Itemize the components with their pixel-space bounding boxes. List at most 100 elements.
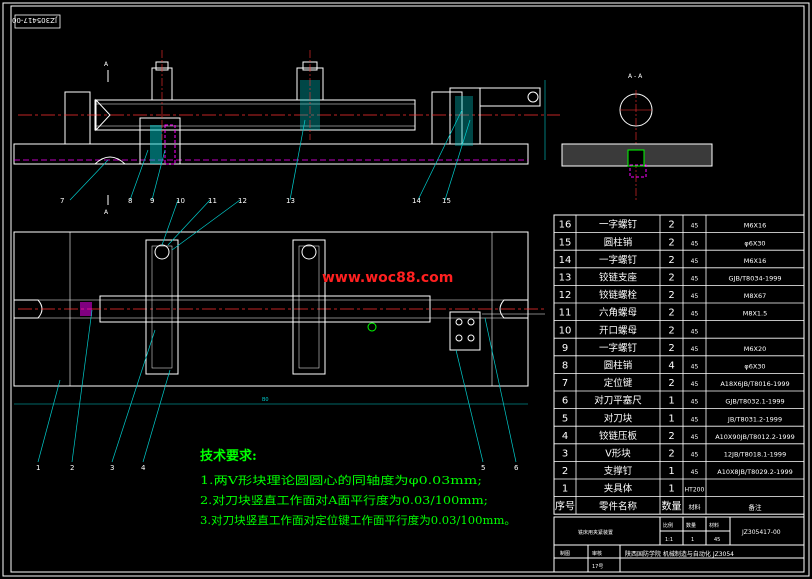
bom-cell-no: 15: [559, 237, 572, 248]
bom-cell-no: 5: [562, 413, 568, 424]
bom-cell-qty: 1: [668, 396, 674, 407]
balloon-label: 6: [514, 464, 519, 472]
bom-cell-qty: 1: [668, 413, 674, 424]
bom-cell-qty: 2: [668, 290, 674, 301]
balloon-label: 15: [442, 197, 451, 205]
bom-cell-note: M6X16: [744, 257, 766, 265]
bom-cell-note: JB/T8031.2-1999: [727, 415, 782, 423]
balloon-label: 13: [286, 197, 295, 205]
bom-cell-qty: 2: [668, 378, 674, 389]
balloon-label: 14: [412, 197, 421, 205]
bom-cell-mat: 45: [691, 451, 699, 458]
bom-cell-no: 3: [562, 448, 568, 459]
bom-cell-name: 六角螺母: [599, 307, 637, 319]
section-view: A - A: [561, 73, 713, 200]
bom-cell-name: 零件名称: [599, 500, 638, 512]
bom-cell-no: 1: [562, 484, 568, 495]
bom-cell-no: 6: [562, 396, 568, 407]
svg-text:45: 45: [714, 537, 720, 543]
bom-cell-name: 圆柱销: [604, 236, 633, 248]
bom-cell-name: 圆柱销: [604, 359, 633, 371]
svg-text:JZ305417-00: JZ305417-00: [12, 16, 58, 24]
technical-requirements: 技术要求: 1.两V形块理论圆圆心的同轴度为φ0.03mm; 2.对刀块竖直工作…: [200, 448, 516, 527]
bom-cell-name: V形块: [605, 447, 631, 459]
balloon-label: 9: [150, 197, 154, 205]
bom-cell-note: GJB/T8034-1999: [728, 274, 781, 282]
watermark: www.woc88.com: [322, 270, 453, 286]
svg-text:铣床用夹紧装置: 铣床用夹紧装置: [578, 529, 613, 536]
svg-text:1: 1: [691, 537, 694, 543]
bom-cell-mat: 45: [691, 416, 699, 423]
bom-cell-note: M6X20: [744, 345, 766, 353]
bom-cell-mat: 45: [691, 275, 699, 282]
balloon-label: 2: [70, 464, 74, 472]
svg-text:1:1: 1:1: [665, 537, 673, 543]
bom-cell-note: A10X90JB/T8012.2-1999: [715, 433, 795, 441]
requirement-item: 3.对刀块竖直工作面对定位键工作面平行度为0.03/100mm。: [200, 513, 516, 527]
svg-text:B0: B0: [262, 397, 269, 403]
bom-cell-no: 2: [562, 466, 568, 477]
bom-cell-no: 9: [562, 343, 568, 354]
bom-cell-mat: 45: [691, 399, 699, 406]
leader-lines: [37, 109, 517, 463]
bom-cell-name: 开口螺母: [599, 325, 637, 336]
top-view: B0: [13, 231, 545, 405]
bom-cell-name: 铰链支座: [599, 271, 638, 283]
bom-cell-name: 对刀平塞尺: [594, 395, 642, 407]
svg-text:审核: 审核: [592, 550, 602, 557]
svg-text:JZ305417-00: JZ305417-00: [741, 529, 781, 536]
bom-cell-mat: 45: [691, 328, 699, 335]
balloon-label: 3: [110, 464, 114, 472]
bom-cell-qty: 2: [668, 220, 674, 231]
bom-cell-qty: 2: [668, 237, 674, 248]
bom-cell-no: 序号: [555, 499, 575, 512]
bom-cell-mat: 45: [691, 223, 699, 230]
bom-cell-note: M8X1.5: [743, 310, 768, 318]
bom-cell-qty: 2: [668, 448, 674, 459]
bom-cell-qty: 1: [668, 466, 674, 477]
front-view: A A: [13, 50, 560, 216]
requirements-title: 技术要求:: [200, 448, 257, 464]
balloon-label: 12: [238, 197, 247, 205]
bom-cell-no: 7: [562, 378, 568, 389]
bom-cell-name: 一字螺钉: [599, 254, 638, 266]
bom-cell-note: A10X8JB/T8029.2-1999: [717, 468, 792, 476]
bom-cell-note: A18X6JB/T8016-1999: [720, 380, 789, 388]
balloon-label: 10: [176, 197, 185, 205]
balloon-label: 4: [141, 464, 146, 472]
balloon-label: 1: [36, 464, 40, 472]
bom-cell-mat: 45: [691, 258, 699, 265]
bom-cell-note: φ6X30: [744, 362, 765, 370]
bom-cell-no: 13: [559, 272, 572, 283]
bom-cell-qty: 2: [668, 255, 674, 266]
bom-cell-mat: 45: [691, 293, 699, 300]
bom-cell-qty: 2: [668, 308, 674, 319]
bom-cell-name: 夹具体: [604, 483, 633, 495]
bom-cell-mat: 45: [691, 240, 699, 247]
title-block: 铣床用夹紧装置 比例 数量 材料 1:1 1 45 JZ305417-00 制图…: [553, 516, 805, 573]
bom-cell-note: M8X67: [744, 292, 766, 300]
bom-cell-note: 12JB/T8018.1-1999: [724, 450, 786, 458]
svg-text:材料: 材料: [709, 522, 719, 529]
bom-cell-name: 铰链压板: [599, 430, 638, 442]
bom-cell-name: 一字螺钉: [599, 219, 638, 231]
bom-cell-note: GJB/T8032.1-1999: [725, 398, 784, 406]
balloon-label: 5: [481, 464, 485, 472]
balloon-label: 8: [128, 197, 132, 205]
requirement-item: 1.两V形块理论圆圆心的同轴度为φ0.03mm;: [200, 473, 482, 487]
svg-text:A: A: [104, 209, 109, 216]
bom-cell-qty: 数量: [662, 499, 682, 512]
bom-cell-mat: 45: [691, 363, 699, 370]
svg-text:陕西国防学院 机械制造与自动化 JZ3054: 陕西国防学院 机械制造与自动化 JZ3054: [625, 550, 734, 558]
bom-cell-name: 对刀块: [604, 412, 633, 424]
bom-cell-no: 10: [559, 325, 572, 336]
balloon-label: 7: [60, 197, 64, 205]
bom-cell-name: 一字螺钉: [599, 342, 638, 354]
bom-cell-no: 8: [562, 360, 568, 371]
drawing-code-rotated: JZ305417-00: [12, 14, 61, 29]
svg-text:A: A: [104, 61, 109, 68]
